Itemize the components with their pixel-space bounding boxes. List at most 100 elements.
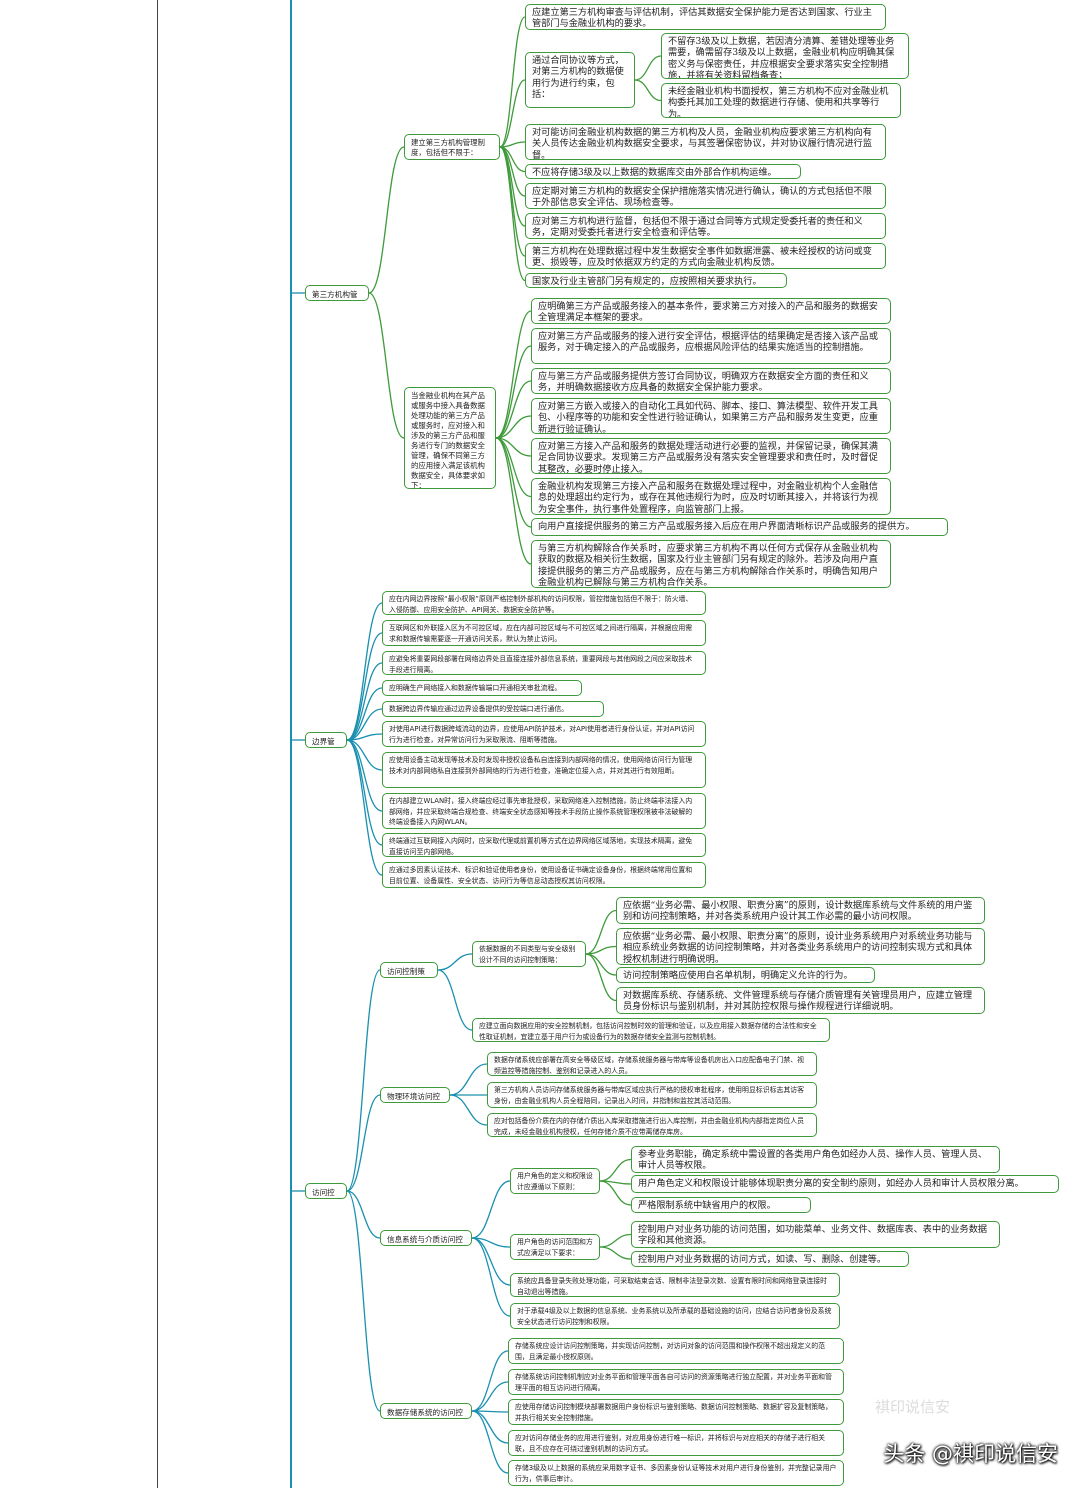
connector — [346, 739, 383, 876]
connector — [346, 1190, 381, 1239]
info-system-access: 信息系统与介质访问控制 — [380, 1230, 472, 1246]
page-divider — [157, 0, 158, 1488]
border-rule-10: 应通过多因素认证技术、标识和验证使用者身份，使用设备证书确定设备身份，根据终端常… — [382, 862, 706, 888]
connector — [495, 437, 532, 528]
contract-clause-1: 不留存3级及以上数据，若因清分清算、差错处理等业务需要，确需留存3级及以上数据，… — [661, 33, 909, 79]
role-def-rule-2: 用户角色定义和权限设计能够体现职责分离的安全制约原则，如经办人员和审计人员权限分… — [631, 1175, 1059, 1193]
policy-app-control: 应建立面向数据应用的安全控制机制，包括访问控制时效的管理和验证，以及应用接入数据… — [472, 1018, 830, 1042]
connector — [499, 79, 526, 148]
role-def-rule-3: 严格限制系统中缺省用户的权限。 — [631, 1197, 811, 1213]
connector — [346, 1190, 381, 1412]
border-rule-2: 互联网区和外联接入区为不可控区域，应在内部可控区域与不可控区域之间进行隔离，并根… — [382, 620, 706, 646]
connector — [346, 969, 381, 1192]
connector — [449, 1094, 488, 1126]
storage-rule-3: 应使用存储访问控制模块部署数据用户身份标识与鉴别策略、数据访问控制策略、数据扩容… — [508, 1399, 844, 1425]
connector — [599, 1233, 632, 1248]
storage-rule-5: 存储3级及以上数据的系统应采用数字证书、多因素身份认证等技术对用户进行身份鉴别，… — [508, 1460, 844, 1486]
connector — [599, 1158, 632, 1182]
connector — [346, 687, 383, 741]
policy-rule-2: 应依据“业务必需、最小权限、职责分离”的原则，设计业务系统用户对系统业务功能与相… — [616, 928, 985, 965]
third-party-rule-4: 不应将存储3级及以上数据的数据库交由外部合作机构运维。 — [525, 164, 801, 179]
third-party-rule-5: 应定期对第三方机构的数据安全保护措施落实情况进行确认，确认的方式包括但不限于外部… — [525, 183, 886, 209]
connector — [368, 292, 405, 439]
storage-rule-2: 存储系统访问控制机制应对业务平面和管理平面各自可访问的资源策略进行独立配置，并对… — [508, 1369, 844, 1395]
storage-access: 数据存储系统的访问控制 — [380, 1403, 472, 1419]
role-definition: 用户角色的定义和权限设计应遵循以下原则： — [510, 1168, 600, 1194]
third-party-rule-1: 应建立第三方机构审查与评估机制，评估其数据安全保护能力是否达到国家、行业主管部门… — [525, 4, 886, 30]
product-rule-7: 向用户直接提供服务的第三方产品或服务接入后应在用户界面清晰标识产品或服务的提供方… — [531, 518, 948, 536]
category-third-party: 第三方机构管理 — [305, 285, 369, 301]
connector — [471, 1350, 509, 1412]
third-party-rule-2: 通过合同协议等方式，对第三方机构的数据使用行为进行约束，包括： — [525, 52, 635, 108]
connector — [437, 969, 473, 1031]
connector — [499, 146, 526, 282]
physical-rule-3: 应对包括备份介质在内的存储介质出入库采取措施进行出入库控制，并由金融业机构内部指… — [487, 1113, 817, 1137]
product-rule-2: 应对第三方产品或服务的接入进行安全评估，根据评估的结果确定是否接入该产品或服务，… — [531, 328, 891, 364]
connector — [471, 1237, 511, 1317]
policy-rule-3: 访问控制策略应使用白名单机制，明确定义允许的行为。 — [616, 967, 875, 983]
connector — [499, 146, 526, 257]
role-def-rule-1: 参考业务职能，确定系统中需设置的各类用户角色如经办人员、操作人员、管理人员、审计… — [631, 1146, 1000, 1173]
connector — [495, 437, 532, 565]
connector — [634, 55, 662, 81]
product-rule-8: 与第三方机构解除合作关系时，应要求第三方机构不再以任何方式保存从金融业机构获取的… — [531, 540, 891, 588]
physical-rule-2: 第三方机构人员访问存储系统服务器与带库区域应执行严格的授权审批程序，使用明显标识… — [487, 1082, 817, 1108]
connector — [495, 380, 532, 439]
border-rule-9: 终端通过互联网接入内网时，应采取代理或前置机等方式在边界网络区域落地，实现技术隔… — [382, 833, 706, 857]
border-rule-8: 在内部建立WLAN时，接入终端应经过事先审批授权，采取网络准入控制措施，防止终端… — [382, 793, 706, 829]
role-scope-rule-2: 控制用户对业务数据的访问方式，如读、写、删除、创建等。 — [631, 1251, 909, 1267]
policy-rule-4: 对数据库系统、存储系统、文件管理系统与存储介质管理有关管理员用户，应建立管理员身… — [616, 987, 985, 1014]
connector — [471, 1410, 509, 1444]
connector — [495, 345, 532, 439]
product-rule-6: 金融业机构发现第三方接入产品和服务在数据处理过程中，对金融业机构个人金融信息的处… — [531, 478, 891, 515]
third-party-rule-6: 应对第三方机构进行监督，包括但不限于通过合同等方式规定受委托者的责任和义务，定期… — [525, 213, 886, 239]
connector — [499, 16, 526, 148]
physical-access: 物理环境访问控制 — [380, 1087, 450, 1103]
branch-third-party-system: 建立第三方机构管理制度，包括但不限于： — [404, 134, 500, 160]
connector — [346, 602, 383, 741]
connector — [599, 1246, 632, 1260]
connector — [346, 733, 383, 741]
connector — [346, 662, 383, 741]
policy-design: 依据数据的不同类型与安全级别设计不同的访问控制策略： — [472, 941, 586, 967]
connector — [437, 953, 473, 971]
connector — [634, 79, 662, 102]
connector — [346, 632, 383, 741]
connector — [471, 1180, 511, 1239]
physical-rule-1: 数据存储系统应部署在高安全等级区域，存储系统服务器与带库等设备机房出入口应配备电… — [487, 1052, 817, 1076]
role-scope-rule-1: 控制用户对业务功能的访问范围，如功能菜单、业务文件、数据库表、表中的业务数据字段… — [631, 1221, 1000, 1248]
product-rule-1: 应明确第三方产品或服务接入的基本条件，要求第三方对接入的产品和服务的数据安全管理… — [531, 298, 891, 324]
connector — [449, 1063, 488, 1096]
connector — [346, 708, 383, 741]
connector — [471, 1237, 511, 1286]
connector — [495, 310, 532, 439]
trunk-line — [290, 0, 292, 1488]
third-party-rule-8: 国家及行业主管部门另有规定的，应按照相关要求执行。 — [525, 273, 787, 288]
border-rule-6: 对使用API进行数据跨域流动的边界，应使用API防护技术，对API使用者进行身份… — [382, 721, 706, 747]
connector — [346, 739, 383, 812]
storage-rule-4: 应对访问存储业务的应用进行鉴别，对应用身份进行唯一标识，并将标识与对应相关的存储… — [508, 1430, 844, 1456]
border-rule-4: 应明确生产网络接入和数据传输端口开通相关审批流程。 — [382, 680, 582, 696]
policy-rule-1: 应依据“业务必需、最小权限、职责分离”的原则，设计数据库系统与文件系统的用户鉴别… — [616, 897, 985, 924]
connector — [495, 415, 532, 439]
branch-third-party-products: 当金融业机构在其产品或服务中接入具备数据处理功能的第三方产品或服务时，应对接入和… — [404, 387, 496, 489]
storage-rule-1: 存储系统应设计访问控制策略，并实现访问控制，对访问对象的访问范围和操作权限不超出… — [508, 1338, 844, 1364]
connector — [585, 953, 617, 976]
category-border: 边界管控 — [305, 732, 347, 748]
access-policy: 访问控制策略 — [380, 962, 438, 978]
connector — [346, 739, 383, 771]
connector — [599, 1180, 632, 1206]
info-rule-2: 对于承载4级及以上数据的信息系统、业务系统以及所承载的基础设施的访问，应结合访问… — [510, 1303, 840, 1329]
connector — [346, 1094, 381, 1192]
border-rule-5: 数据跨边界传输应通过边界设备提供的受控端口进行通信。 — [382, 701, 604, 717]
connector — [585, 909, 617, 955]
border-rule-1: 应在内网边界按照“最小权限”原则严格控制外部机构的访问权限，管控措施包括但不限于… — [382, 591, 706, 615]
watermark: 头条 @褀印说信安 — [883, 1442, 1058, 1466]
connector — [471, 1410, 509, 1474]
info-rule-1: 系统应具备登录失败处理功能，可采取结束会话、限制非法登录次数、设置有限时间和网络… — [510, 1273, 840, 1297]
border-rule-3: 应避免将重要网段部署在网络边界处且直接连接外部信息系统，重要网段与其他网段之间应… — [382, 651, 706, 675]
border-rule-7: 应使用设备主动发现等技术及时发现非授权设备私自连接到内部网络的情况，使用网络访问… — [382, 752, 706, 788]
connector — [471, 1381, 509, 1412]
category-access: 访问控制 — [305, 1183, 347, 1199]
